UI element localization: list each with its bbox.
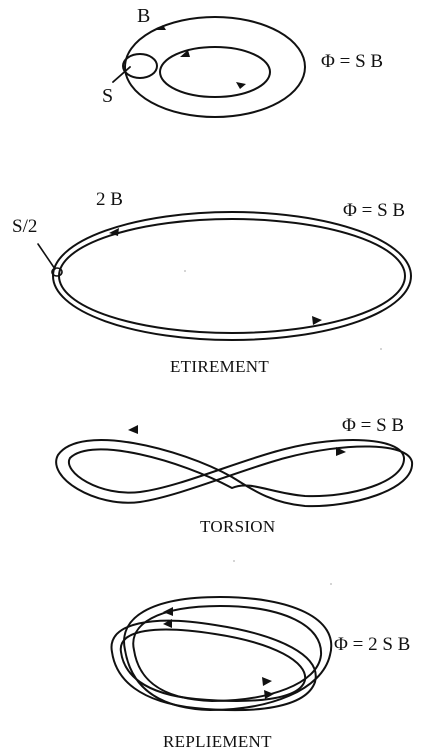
cross-section-s	[123, 54, 157, 78]
flux-formula-1: Φ = S B	[321, 52, 383, 71]
surface-label-s-half: S/2	[12, 217, 37, 236]
flux-formula-3: Φ = S B	[342, 416, 404, 435]
caption-etirement: ETIREMENT	[170, 358, 269, 375]
field-label-b: B	[137, 6, 150, 26]
twisted-edge-lower-loop	[69, 440, 404, 496]
scan-speck	[380, 348, 382, 350]
field-label-2b: 2 B	[96, 190, 123, 209]
torus-inner-edge	[160, 47, 270, 97]
torus-outer-edge	[125, 17, 305, 117]
stretched-flux-tube	[38, 212, 411, 340]
scan-speck	[330, 583, 332, 585]
twisted-flux-tube	[56, 425, 412, 506]
pointer-s-half	[38, 244, 55, 269]
scan-speck	[184, 270, 186, 272]
stretched-inner-edge	[59, 219, 405, 333]
torus-flux-tube	[113, 17, 305, 117]
arrow-icon	[262, 677, 272, 686]
flux-formula-2: Φ = S B	[343, 201, 405, 220]
caption-repliement: REPLIEMENT	[163, 733, 272, 750]
flux-formula-4: Φ = 2 S B	[334, 635, 410, 654]
folded-flux-tube	[112, 597, 332, 710]
arrow-icon	[128, 425, 138, 434]
arrow-icon	[236, 82, 246, 89]
arrow-icon	[163, 607, 173, 616]
stretched-outer-edge	[53, 212, 411, 340]
caption-torsion: TORSION	[200, 518, 275, 535]
surface-label-s: S	[102, 86, 113, 106]
scan-speck	[233, 560, 235, 562]
arrow-icon	[312, 316, 322, 325]
